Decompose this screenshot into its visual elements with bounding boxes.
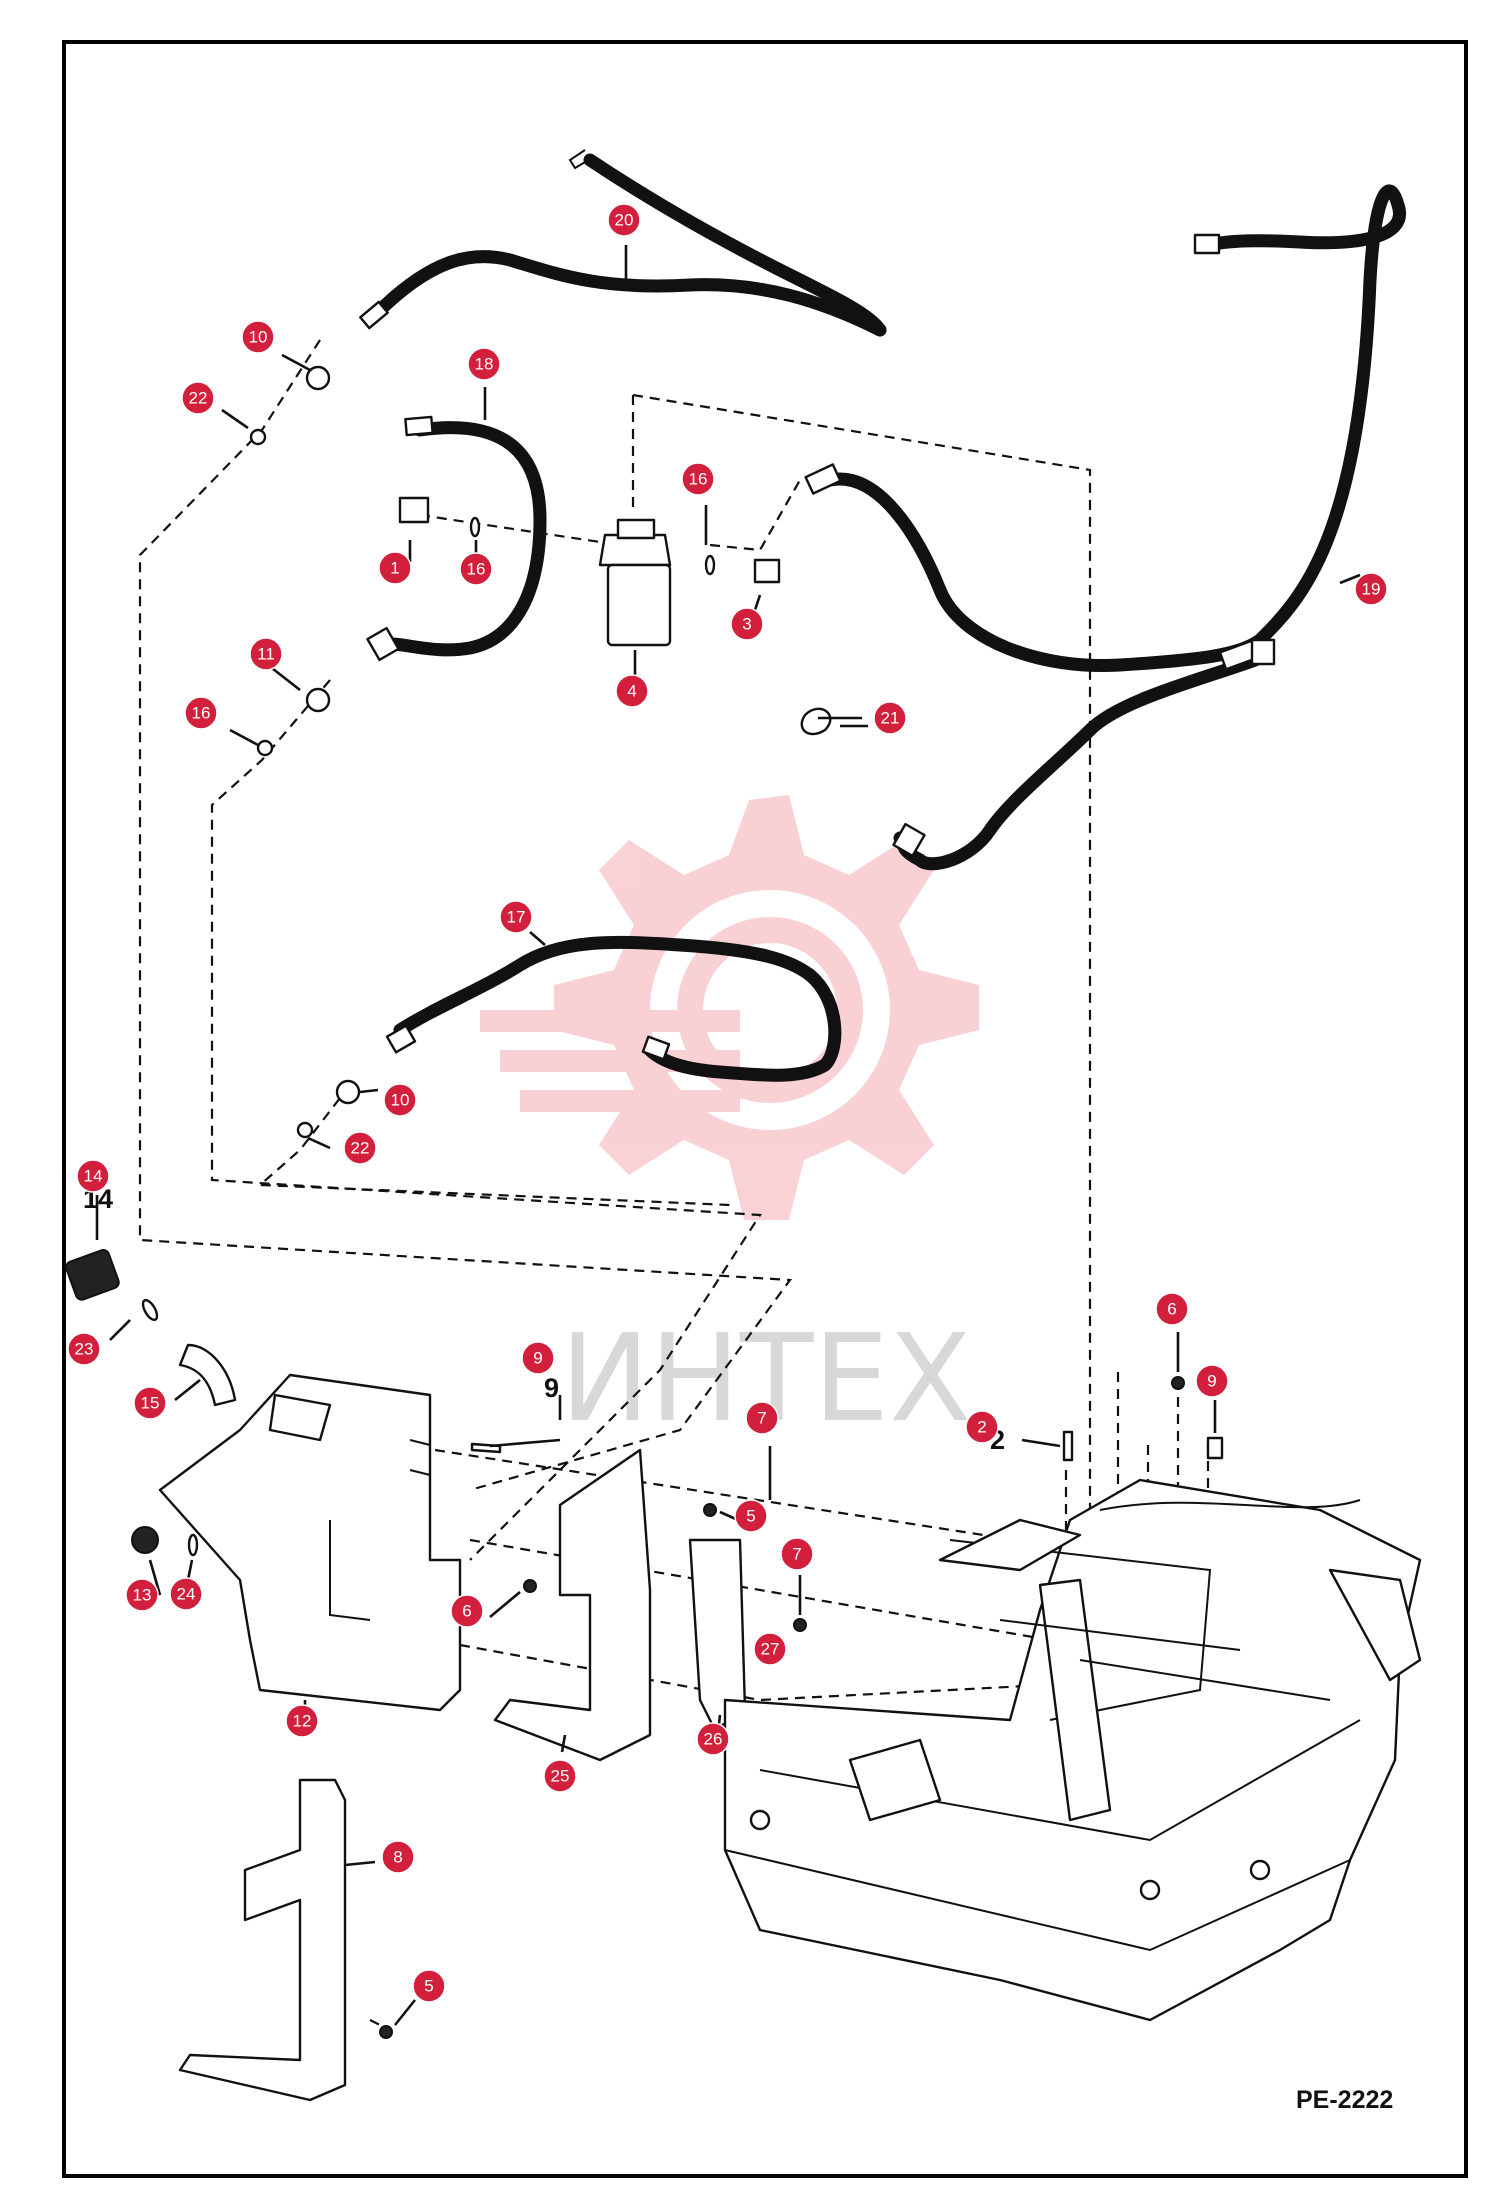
callout-23: 23 [67,1332,101,1366]
callout-6: 6 [1155,1292,1189,1326]
callout-16: 16 [681,462,715,496]
callout-10: 10 [241,320,275,354]
hose-19 [823,184,1406,673]
callout-7: 7 [745,1401,779,1435]
svg-text:22: 22 [351,1139,370,1158]
svg-text:16: 16 [467,560,486,579]
svg-text:6: 6 [462,1602,471,1621]
svg-text:14: 14 [84,1167,103,1186]
svg-text:2: 2 [977,1418,986,1437]
svg-text:24: 24 [177,1585,196,1604]
loader-frame [723,1478,1422,2022]
assembly-dashed-lines [138,339,1210,2031]
svg-text:27: 27 [761,1640,780,1659]
reservoir-tank [158,1373,462,1712]
callout-22: 22 [181,381,215,415]
svg-text:10: 10 [391,1091,410,1110]
svg-text:15: 15 [141,1394,160,1413]
callout-15: 15 [133,1386,167,1420]
svg-text:7: 7 [757,1409,766,1428]
diagram-code: PE-2222 [1296,2086,1394,2114]
callout-11: 11 [249,637,283,671]
callout-24: 24 [169,1577,203,1611]
svg-text:3: 3 [742,615,751,634]
callout-25: 25 [543,1759,577,1793]
callout-12: 12 [285,1704,319,1738]
callout-9: 9 [521,1341,555,1375]
diagram-frame [62,40,1468,2178]
callout-9: 9 [1195,1364,1229,1398]
svg-text:10: 10 [249,328,268,347]
svg-text:26: 26 [704,1730,723,1749]
svg-text:12: 12 [293,1712,312,1731]
svg-text:1: 1 [390,559,399,578]
hose-19-lower [893,653,1262,871]
hose-18 [371,421,547,657]
svg-text:17: 17 [507,908,526,927]
hose-20 [368,250,887,337]
svg-text:5: 5 [424,1977,433,1996]
svg-text:19: 19 [1362,580,1381,599]
callout-3: 3 [730,607,764,641]
callout-4: 4 [615,674,649,708]
svg-text:20: 20 [615,211,634,230]
callout-10: 10 [383,1083,417,1117]
svg-text:9: 9 [533,1349,542,1368]
hose-fittings [359,149,1276,1061]
fill-cap-parts [65,1249,237,1557]
watermark-logo [480,795,979,1220]
hoses [368,153,1406,1082]
svg-text:8: 8 [393,1848,402,1867]
svg-text:6: 6 [1167,1300,1176,1319]
callout-14: 14 [76,1159,110,1193]
callout-2: 2 [965,1410,999,1444]
filter-assembly [398,496,781,647]
callout-19: 19 [1354,572,1388,606]
svg-text:23: 23 [75,1340,94,1359]
svg-text:18: 18 [475,355,494,374]
svg-text:21: 21 [881,709,900,728]
svg-text:11: 11 [257,645,275,664]
label-9: 9 [544,1373,559,1403]
callout-16: 16 [459,552,493,586]
svg-text:9: 9 [1207,1372,1216,1391]
svg-text:25: 25 [551,1767,570,1786]
callout-26: 26 [696,1722,730,1756]
callout-7: 7 [780,1537,814,1571]
callout-17: 17 [499,900,533,934]
callout-5: 5 [734,1499,768,1533]
brackets [178,1448,747,2102]
callout-22: 22 [343,1131,377,1165]
callout-18: 18 [467,347,501,381]
callout-16: 16 [184,696,218,730]
svg-text:22: 22 [189,389,208,408]
callout-1: 1 [378,551,412,585]
callout-6: 6 [450,1594,484,1628]
svg-text:13: 13 [133,1586,152,1605]
svg-text:4: 4 [627,682,636,701]
svg-text:16: 16 [689,470,708,489]
callout-13: 13 [125,1578,159,1612]
svg-text:16: 16 [192,704,211,723]
callout-21: 21 [873,701,907,735]
svg-text:7: 7 [792,1545,801,1564]
hose-20-upper [583,153,887,337]
svg-text:5: 5 [746,1507,755,1526]
callout-8: 8 [381,1840,415,1874]
callout-20: 20 [607,203,641,237]
hose-17 [393,935,842,1082]
callout-5: 5 [412,1969,446,2003]
callout-27: 27 [753,1632,787,1666]
small-parts [249,365,832,1139]
